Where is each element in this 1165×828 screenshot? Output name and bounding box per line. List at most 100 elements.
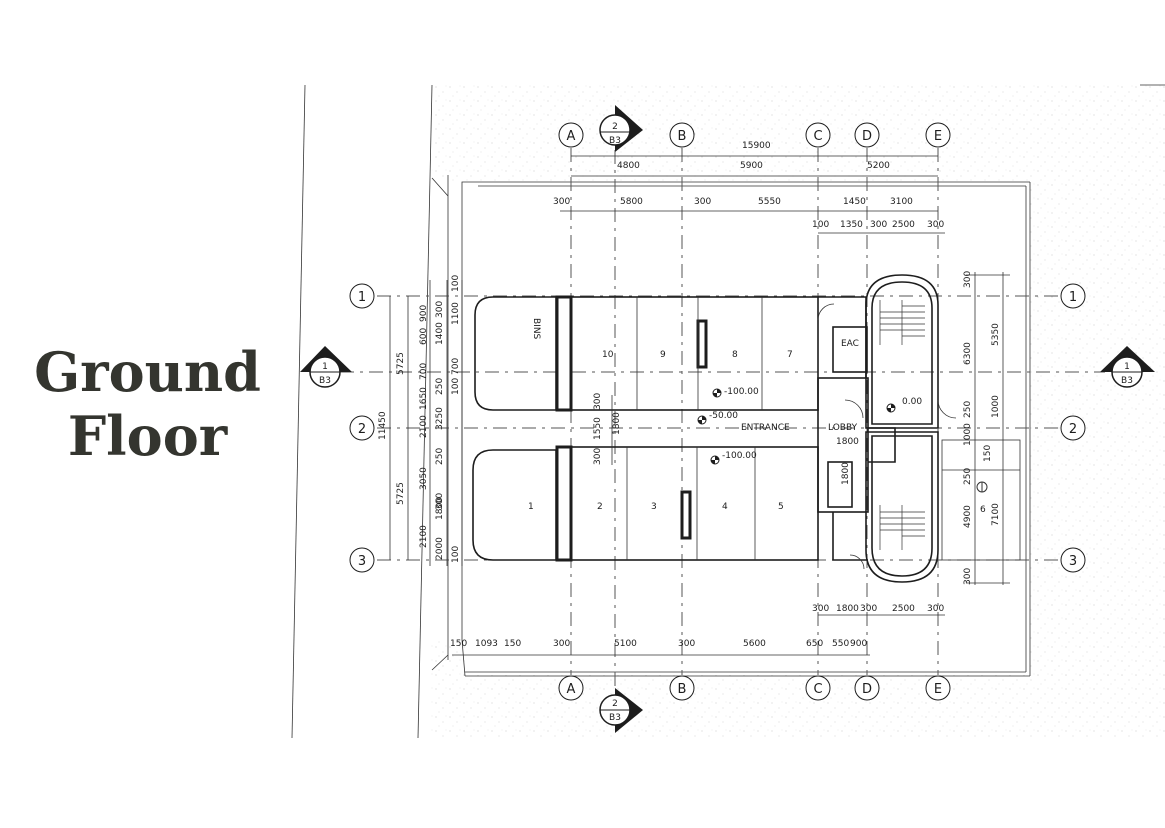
svg-text:1: 1 (1124, 362, 1130, 372)
svg-text:1: 1 (1069, 290, 1077, 305)
dimension-value: 150 (504, 639, 521, 649)
svg-text:B3: B3 (1121, 376, 1133, 386)
dimension-value: 2100 (419, 525, 429, 548)
grid-bubble-3-left: 3 (349, 547, 375, 573)
dimension-value: 2500 (892, 220, 915, 230)
grid-bubble-e-top: E (925, 122, 951, 148)
grid-bubble-3-right: 3 (1060, 547, 1086, 573)
grid-bubble-d-top: D (854, 122, 880, 148)
dimension-value: 300 (435, 493, 445, 510)
level-marker: -100.00 (710, 451, 757, 465)
section-marker-right: 1 B3 (1100, 346, 1155, 388)
dimension-value: 150 (450, 639, 467, 649)
dimension-value: 4800 (617, 161, 640, 171)
unit-label: 10 (602, 350, 614, 360)
level-marker: -50.00 (697, 411, 738, 425)
dimension-value: 600 (419, 328, 429, 345)
dimension-value: 900 (419, 305, 429, 322)
entrance-label: ENTRANCE (741, 423, 790, 433)
svg-text:E: E (934, 129, 942, 144)
dimension-value: 5725 (396, 352, 406, 375)
dimension-value: 300 (963, 568, 973, 585)
svg-text:2: 2 (612, 699, 618, 709)
svg-text:C: C (813, 682, 822, 697)
svg-text:D: D (862, 129, 872, 144)
lift-dimension: 1800 (841, 462, 851, 485)
dimension-lines (389, 155, 1010, 656)
dimension-value: 1650 (419, 387, 429, 410)
dimension-value: 11450 (378, 411, 388, 440)
svg-text:2: 2 (612, 122, 618, 132)
section-marker-top: 2 B3 (599, 105, 643, 152)
dimension-value: 3100 (890, 197, 913, 207)
dimension-value: 300 (553, 639, 570, 649)
level-value: -50.00 (709, 411, 738, 421)
dimension-value: 1800 (612, 412, 622, 435)
dimension-value: 300 (553, 197, 570, 207)
eac-label: EAC (841, 339, 859, 349)
dimension-value: 1400 (435, 322, 445, 345)
grid-bubble-e-bottom: E (925, 675, 951, 701)
dimension-value: 5800 (620, 197, 643, 207)
svg-text:D: D (862, 682, 872, 697)
dimension-value: 300 (593, 393, 603, 410)
svg-text:B: B (678, 682, 687, 697)
dimension-value: 300 (860, 604, 877, 614)
drawing-title: Ground Floor (20, 340, 275, 468)
svg-text:A: A (567, 682, 576, 697)
dimension-value: 250 (963, 468, 973, 485)
dimension-value: 150 (983, 445, 993, 462)
dimension-value: 700 (451, 358, 461, 375)
svg-text:2: 2 (1069, 422, 1077, 437)
section-markers: 2 B3 2 B3 1 B3 1 B3 (300, 105, 1155, 733)
svg-text:3: 3 (1069, 554, 1077, 569)
svg-text:B3: B3 (609, 713, 621, 723)
svg-text:B3: B3 (319, 376, 331, 386)
unit-label: 9 (660, 350, 666, 360)
level-marker: -100.00 (712, 387, 759, 398)
site-context (291, 84, 1165, 739)
svg-text:2: 2 (358, 422, 366, 437)
dimension-value: 300 (870, 220, 887, 230)
dimension-value: 2000 (435, 537, 445, 560)
grid-bubble-c-bottom: C (805, 675, 831, 701)
dimension-value: 15900 (742, 141, 771, 151)
title-line-2: Floor (67, 404, 228, 468)
dimension-value: 5350 (991, 323, 1001, 346)
unit-label: 3 (651, 502, 657, 512)
svg-text:E: E (934, 682, 942, 697)
dimension-value: 100 (451, 546, 461, 563)
dimension-value: 5550 (758, 197, 781, 207)
dimension-value: 7100 (991, 503, 1001, 526)
room-labels: BINS EAC ENTRANCE LOBBY 1800 1800 10 9 8… (528, 318, 988, 515)
section-marker-left: 1 B3 (300, 346, 352, 388)
dimension-value: 300 (593, 448, 603, 465)
dimension-value: 300 (678, 639, 695, 649)
level-value: 0.00 (902, 397, 922, 407)
dimension-value: 550 (832, 639, 849, 649)
dimension-value: 3250 (435, 407, 445, 430)
grid-bubble-a-bottom: A (558, 675, 584, 701)
dimension-value: 1000 (963, 423, 973, 446)
unit-label: 5 (778, 502, 784, 512)
dimension-value: 100 (451, 275, 461, 292)
dimension-text: 15900 4800 5900 5200 300 5800 300 5550 1… (378, 141, 1001, 649)
dimension-value: 300 (963, 271, 973, 288)
unit-label: 1 (528, 502, 534, 512)
dimension-value: 1450 (843, 197, 866, 207)
building-walls (472, 274, 1021, 583)
svg-text:1: 1 (322, 362, 328, 372)
grid-bubble-c-top: C (805, 122, 831, 148)
dimension-value: 300 (694, 197, 711, 207)
accessible-parking-icon (976, 481, 988, 493)
lobby-label: LOBBY (828, 423, 858, 433)
grid-bubbles: A B C D E A B C D E 1 2 3 1 2 3 (349, 122, 1086, 701)
svg-text:B: B (678, 129, 687, 144)
title-line-1: Ground (34, 340, 261, 404)
dimension-value: 6300 (963, 342, 973, 365)
section-marker-bottom: 2 B3 (599, 688, 643, 733)
dimension-value: 700 (419, 363, 429, 380)
lobby-dimension: 1800 (836, 437, 859, 447)
dimension-value: 300 (435, 301, 445, 318)
dimension-value: 1093 (475, 639, 498, 649)
